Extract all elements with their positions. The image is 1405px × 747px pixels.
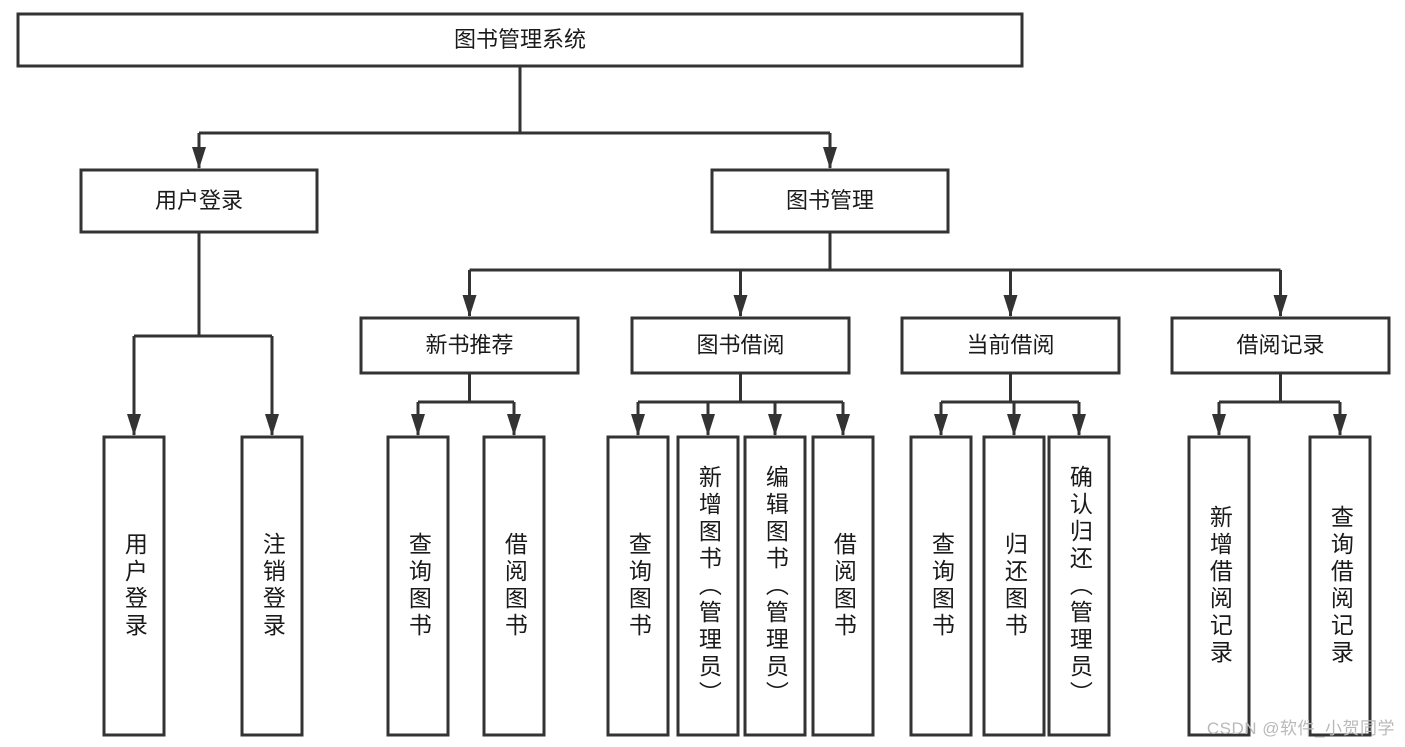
csdn-watermark: CSDN @软件_小贺同学 <box>1206 719 1395 738</box>
arrow-head-icon <box>823 147 837 169</box>
node-box-leaf-12[interactable] <box>1308 435 1372 737</box>
node-box-level3-1[interactable] <box>630 316 851 375</box>
node-box-leaf-7[interactable] <box>811 435 875 737</box>
node-box-level3-2[interactable] <box>900 316 1121 375</box>
node-label-level3-3: 借阅记录 <box>1236 332 1324 357</box>
node-box-level2-0[interactable] <box>79 168 319 234</box>
connectors-layer <box>127 66 1347 436</box>
arrow-head-icon <box>265 414 279 436</box>
node-label-level2-1: 图书管理 <box>786 188 874 213</box>
node-label-level3-0: 新书推荐 <box>425 332 513 357</box>
node-box-leaf-10[interactable] <box>1047 435 1111 737</box>
arrow-head-icon <box>462 295 477 317</box>
arrow-head-icon <box>1273 295 1288 317</box>
node-label-level3-2: 当前借阅 <box>966 332 1054 357</box>
arrow-head-icon <box>836 414 850 436</box>
arrow-head-icon <box>934 414 948 436</box>
node-label-level3-1: 图书借阅 <box>696 332 784 357</box>
node-box-leaf-11[interactable] <box>1187 435 1251 737</box>
arrow-head-icon <box>701 414 715 436</box>
node-box-level3-0[interactable] <box>359 316 580 375</box>
node-label-root: 图书管理系统 <box>454 27 586 52</box>
node-box-root[interactable] <box>16 12 1024 68</box>
node-box-leaf-8[interactable] <box>909 435 973 737</box>
arrow-head-icon <box>631 414 645 436</box>
arrow-head-icon <box>507 414 521 436</box>
node-box-level2-1[interactable] <box>710 168 950 234</box>
node-box-leaf-6[interactable] <box>743 435 807 737</box>
arrow-head-icon <box>1003 295 1018 317</box>
node-box-leaf-1[interactable] <box>240 435 304 737</box>
arrow-head-icon <box>127 414 141 436</box>
node-box-leaf-5[interactable] <box>676 435 740 737</box>
boxes-layer <box>16 12 1391 737</box>
arrow-head-icon <box>733 295 748 317</box>
node-label-level2-0: 用户登录 <box>155 188 243 213</box>
arrow-head-icon <box>411 414 425 436</box>
node-box-level3-3[interactable] <box>1170 316 1391 375</box>
node-box-leaf-0[interactable] <box>102 435 166 737</box>
arrow-head-icon <box>192 147 206 169</box>
arrow-head-icon <box>768 414 782 436</box>
arrow-head-icon <box>1212 414 1226 436</box>
node-box-leaf-4[interactable] <box>606 435 670 737</box>
node-box-leaf-9[interactable] <box>982 435 1046 737</box>
arrow-head-icon <box>1007 414 1021 436</box>
arrow-head-icon <box>1333 414 1347 436</box>
arrow-head-icon <box>1072 414 1086 436</box>
node-box-leaf-2[interactable] <box>386 435 450 737</box>
node-box-leaf-3[interactable] <box>482 435 546 737</box>
